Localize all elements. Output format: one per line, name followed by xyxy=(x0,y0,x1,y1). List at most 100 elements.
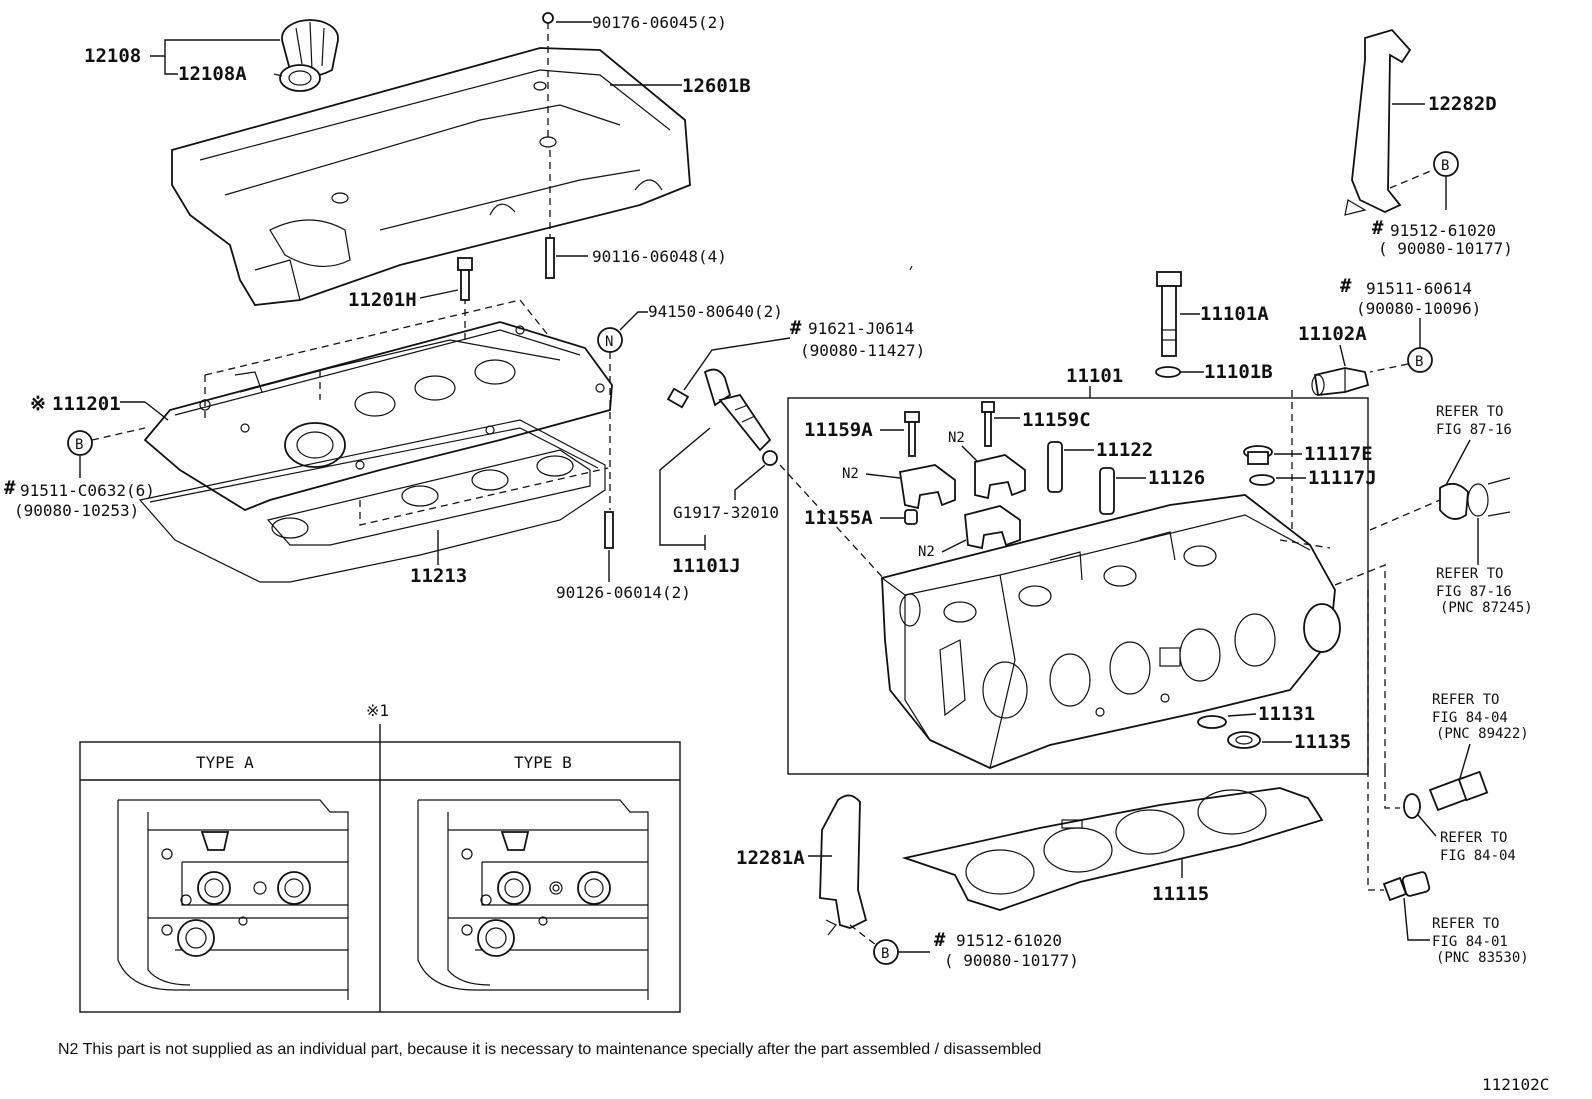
label-12281a: 12281A xyxy=(736,847,805,869)
hash-mark: # xyxy=(4,477,16,499)
label-11155a: 11155A xyxy=(804,507,873,529)
gasket-ring-icon xyxy=(1403,793,1421,819)
ref-84-04-a-line2: FIG 84-04 xyxy=(1432,710,1508,726)
seal-ring-icon xyxy=(1227,731,1261,749)
ref-84-04-b-line1: REFER TO xyxy=(1440,830,1507,846)
label-91511-60614: 91511-60614 xyxy=(1366,279,1472,298)
label-91511-c0632: 91511-C0632(6) xyxy=(20,481,155,500)
label-11135: 11135 xyxy=(1294,731,1351,753)
label-90080-10096: (90080-10096) xyxy=(1356,299,1481,318)
gasket-ring-icon xyxy=(1249,474,1275,486)
ref-87-16-b-line3: (PNC 87245) xyxy=(1440,600,1533,616)
label-n2: N2 xyxy=(842,466,859,482)
ref-84-04-b-line2: FIG 84-04 xyxy=(1440,848,1516,864)
circle-b-marker xyxy=(1407,347,1433,373)
ref-84-04-a-line3: (PNC 89422) xyxy=(1436,726,1529,742)
engine-cover-icon xyxy=(171,47,691,306)
label-11101a: 11101A xyxy=(1200,303,1269,325)
label-94150-80640: 94150-80640(2) xyxy=(648,302,783,321)
hash-mark: # xyxy=(790,317,802,339)
oil-pressure-switch-icon xyxy=(1382,871,1431,902)
label-asterisk: ※ xyxy=(30,393,46,415)
circle-b-letter: B xyxy=(1415,354,1423,370)
circle-b-marker xyxy=(67,430,93,456)
label-11213: 11213 xyxy=(410,565,467,587)
label-11102a: 11102A xyxy=(1298,323,1367,345)
ref-84-04-a-line1: REFER TO xyxy=(1432,692,1499,708)
valve-guide-icon xyxy=(1099,467,1115,515)
label-11131: 11131 xyxy=(1258,703,1315,725)
label-g1917-32010: G1917-32010 xyxy=(673,503,779,522)
label-11201h: 11201H xyxy=(348,289,417,311)
label-12282d: 12282D xyxy=(1428,93,1497,115)
figure-id: 112102C xyxy=(1482,1075,1549,1094)
inset-type-a-label: TYPE A xyxy=(196,753,254,772)
camshaft-bearing-cap-icon xyxy=(898,454,1026,550)
circle-b-letter: B xyxy=(881,946,889,962)
plug-icon xyxy=(1243,445,1273,465)
label-90080-11427: (90080-11427) xyxy=(800,341,925,360)
bearing-cap-bolt-icon xyxy=(981,401,995,447)
label-11101: 11101 xyxy=(1066,365,1123,387)
circle-b-letter: B xyxy=(1441,158,1449,174)
ref-84-01-line3: (PNC 83530) xyxy=(1436,950,1529,966)
label-90080-10177-top: ( 90080-10177) xyxy=(1378,239,1513,258)
hose-fitting-icon xyxy=(1439,477,1511,520)
label-11159a: 11159A xyxy=(804,419,873,441)
hash-mark: # xyxy=(1340,275,1352,297)
label-90116-06048: 90116-06048(4) xyxy=(592,247,727,266)
ref-87-16-b-line2: FIG 87-16 xyxy=(1436,584,1512,600)
head-cover-type-a-icon xyxy=(117,799,349,1000)
label-11117j: 11117J xyxy=(1308,467,1377,489)
spark-plug-tube-gasket-icon xyxy=(266,449,591,546)
footnote-n2: N2 This part is not supplied as an indiv… xyxy=(58,1041,1041,1058)
ref-84-01-line2: FIG 84-01 xyxy=(1432,934,1508,950)
ref-87-16-a-line2: FIG 87-16 xyxy=(1436,422,1512,438)
cam-position-sensor-icon xyxy=(1311,367,1370,396)
engine-hanger-bracket-icon xyxy=(819,794,868,936)
ref-84-01-line1: REFER TO xyxy=(1432,916,1499,932)
label-90176-06045: 90176-06045(2) xyxy=(592,13,727,32)
plug-seal-icon xyxy=(1197,715,1227,729)
hash-mark: # xyxy=(934,929,946,951)
label-91512-61020-top: 91512-61020 xyxy=(1390,221,1496,240)
temperature-sensor-icon xyxy=(1428,770,1489,812)
label-n2: N2 xyxy=(948,430,965,446)
head-bolt-icon xyxy=(1155,271,1182,378)
label-11126: 11126 xyxy=(1148,467,1205,489)
label-11122: 11122 xyxy=(1096,439,1153,461)
label-91621-j0614: 91621-J0614 xyxy=(808,319,914,338)
label-11159c: 11159C xyxy=(1022,409,1091,431)
oil-control-valve-icon xyxy=(666,368,778,466)
bolt-icon xyxy=(457,257,473,301)
label-90080-10177-bottom: ( 90080-10177) xyxy=(944,951,1079,970)
label-90080-10253: (90080-10253) xyxy=(14,501,139,520)
inset-type-b-label: TYPE B xyxy=(514,753,572,772)
label-11101b: 11101B xyxy=(1204,361,1273,383)
circle-n-letter: N xyxy=(605,334,613,350)
label-n2: N2 xyxy=(918,544,935,560)
bearing-cap-bolt-icon xyxy=(904,411,920,457)
stud-icon xyxy=(604,511,614,549)
label-91512-61020-bottom: 91512-61020 xyxy=(956,931,1062,950)
cylinder-head-cover-icon xyxy=(143,321,613,512)
engine-hanger-bracket-icon xyxy=(1344,28,1412,216)
cylinder-head-icon xyxy=(881,494,1341,769)
label-note-1: ※1 xyxy=(366,701,389,720)
ref-87-16-a-line1: REFER TO xyxy=(1436,404,1503,420)
label-12108: 12108 xyxy=(84,45,141,67)
cylinder-head-gasket-icon xyxy=(901,787,1324,911)
straight-pin-icon xyxy=(904,509,918,525)
head-cover-gasket-icon xyxy=(138,419,606,583)
label-11115: 11115 xyxy=(1152,883,1209,905)
label-11117e: 11117E xyxy=(1304,443,1373,465)
cylinder-head-subassembly-box xyxy=(787,397,1369,775)
ref-87-16-b-line1: REFER TO xyxy=(1436,566,1503,582)
label-11101j: 11101J xyxy=(672,555,741,577)
label-12108a: 12108A xyxy=(178,63,247,85)
oil-filler-cap-icon xyxy=(279,19,339,92)
valve-guide-icon xyxy=(1047,441,1063,493)
label-90126-06014: 90126-06014(2) xyxy=(556,583,691,602)
stud-icon xyxy=(545,237,555,279)
